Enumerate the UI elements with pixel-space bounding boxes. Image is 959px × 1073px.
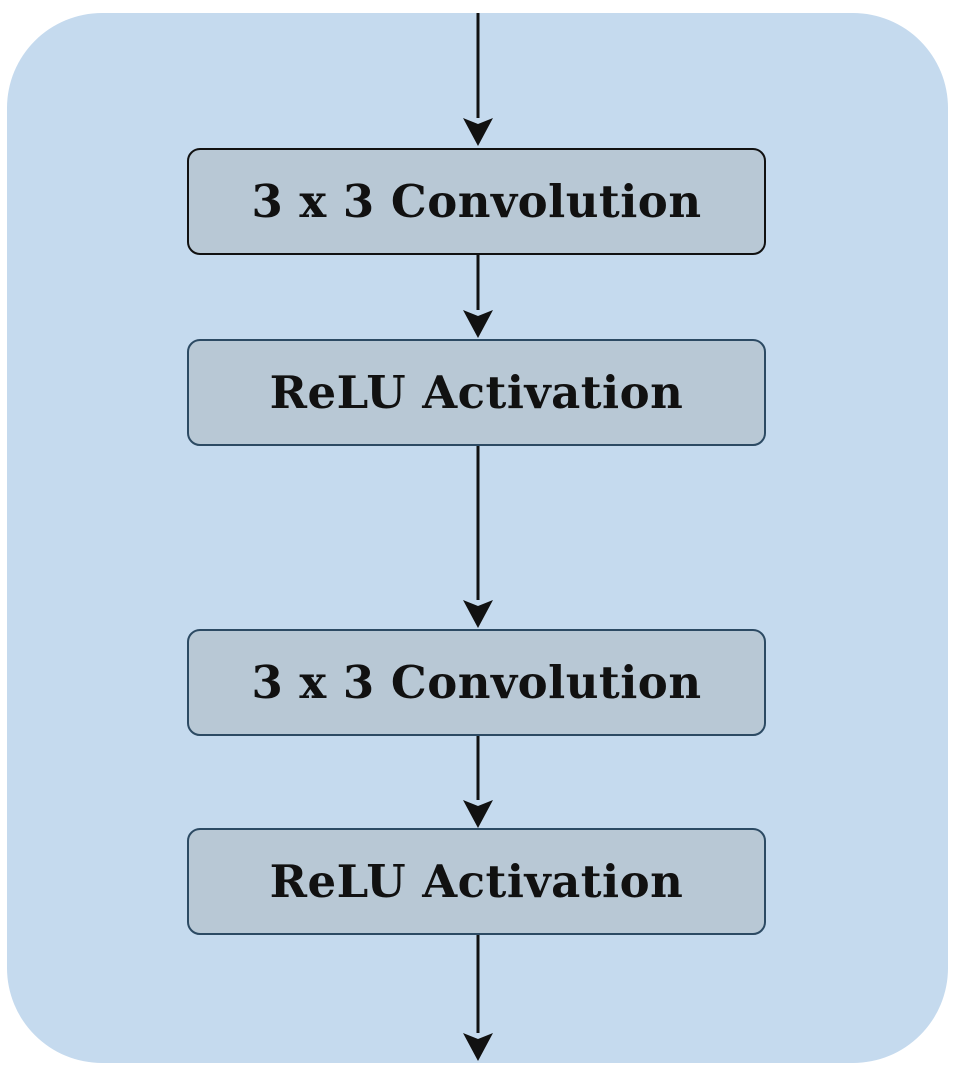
- arrowhead-relu1: [463, 310, 493, 338]
- input-arrowhead: [463, 118, 493, 146]
- relu-block-1-label: ReLU Activation: [269, 366, 684, 419]
- conv-block-1: 3 x 3 Convolution: [187, 148, 766, 255]
- arrowhead-conv2: [463, 600, 493, 628]
- relu-block-2: ReLU Activation: [187, 828, 766, 935]
- conv-block-2: 3 x 3 Convolution: [187, 629, 766, 736]
- conv-block-2-label: 3 x 3 Convolution: [251, 656, 702, 709]
- arrowhead-relu2: [463, 800, 493, 828]
- conv-block-1-label: 3 x 3 Convolution: [251, 175, 702, 228]
- relu-block-2-label: ReLU Activation: [269, 855, 684, 908]
- output-arrowhead: [463, 1033, 493, 1061]
- relu-block-1: ReLU Activation: [187, 339, 766, 446]
